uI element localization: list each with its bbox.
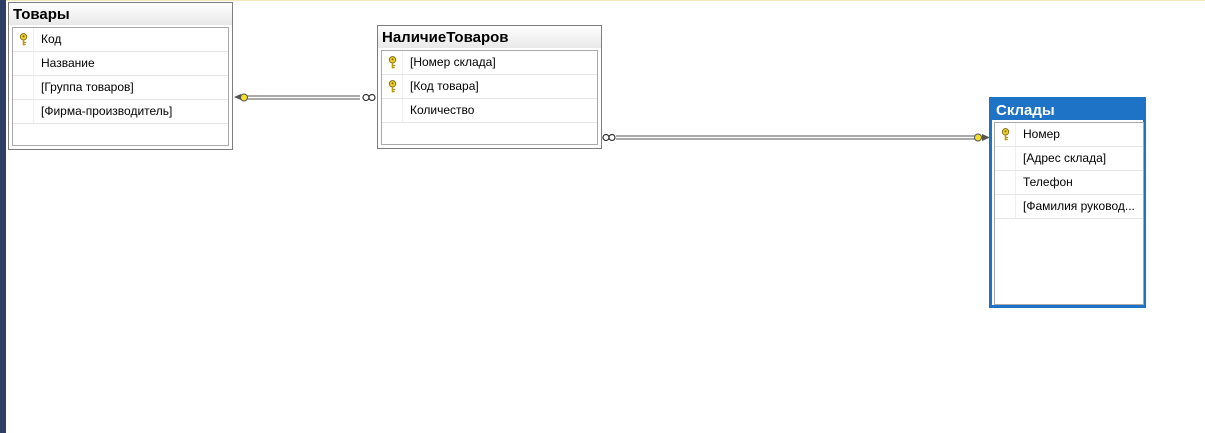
column-row[interactable]: [Код товара] — [382, 75, 597, 99]
table-sklady[interactable]: Склады Номер [Адрес склада] Телефон [Фам… — [989, 97, 1146, 308]
one-end-key-marker — [974, 133, 982, 142]
table-title: НаличиеТоваров — [378, 26, 601, 48]
key-icon — [388, 80, 397, 93]
key-icon — [19, 33, 28, 46]
relationship-arrow — [982, 134, 990, 141]
table-tovary[interactable]: Товары Код Название [Группа товаров] [Фи… — [8, 2, 233, 150]
diagram-top-edge — [6, 0, 1205, 1]
relationship-nalichie-sklady[interactable] — [602, 133, 990, 142]
column-name: Количество — [410, 103, 475, 117]
relationship-tovary-nalichie[interactable] — [234, 93, 376, 102]
column-grid: [Номер склада] [Код товара] Количество — [381, 50, 598, 145]
key-icon — [1001, 128, 1010, 141]
column-name: [Фирма-производитель] — [41, 104, 173, 118]
column-row[interactable]: Код — [13, 28, 228, 52]
column-row[interactable]: [Фамилия руковод... — [995, 195, 1143, 219]
table-title: Товары — [9, 3, 232, 25]
column-row[interactable]: [Номер склада] — [382, 51, 597, 75]
column-name: Телефон — [1023, 175, 1073, 189]
column-row[interactable]: [Адрес склада] — [995, 147, 1143, 171]
column-name: [Код товара] — [410, 79, 479, 93]
column-name: [Группа товаров] — [41, 80, 134, 94]
column-grid: Номер [Адрес склада] Телефон [Фамилия ру… — [994, 122, 1144, 305]
column-name: Код — [41, 32, 62, 46]
column-row[interactable]: Телефон — [995, 171, 1143, 195]
column-row[interactable]: Номер — [995, 123, 1143, 147]
one-end-key-marker — [240, 93, 248, 102]
column-name: Название — [41, 56, 95, 70]
column-row[interactable]: Количество — [382, 99, 597, 123]
table-nalichie-tovarov[interactable]: НаличиеТоваров [Номер склада] [Код тов — [377, 25, 602, 149]
column-name: [Номер склада] — [410, 55, 496, 69]
column-grid: Код Название [Группа товаров] [Фирма-про… — [12, 27, 229, 146]
column-name: [Адрес склада] — [1023, 151, 1107, 165]
infinity-marker — [602, 133, 616, 142]
column-row[interactable]: [Группа товаров] — [13, 76, 228, 100]
column-row[interactable]: Название — [13, 52, 228, 76]
column-row[interactable]: [Фирма-производитель] — [13, 100, 228, 124]
key-icon — [388, 56, 397, 69]
relationship-arrow — [234, 94, 241, 100]
column-name: [Фамилия руковод... — [1023, 199, 1135, 213]
diagram-left-border — [0, 0, 6, 433]
table-title: Склады — [992, 100, 1143, 120]
infinity-marker — [362, 93, 376, 102]
column-name: Номер — [1023, 127, 1060, 141]
